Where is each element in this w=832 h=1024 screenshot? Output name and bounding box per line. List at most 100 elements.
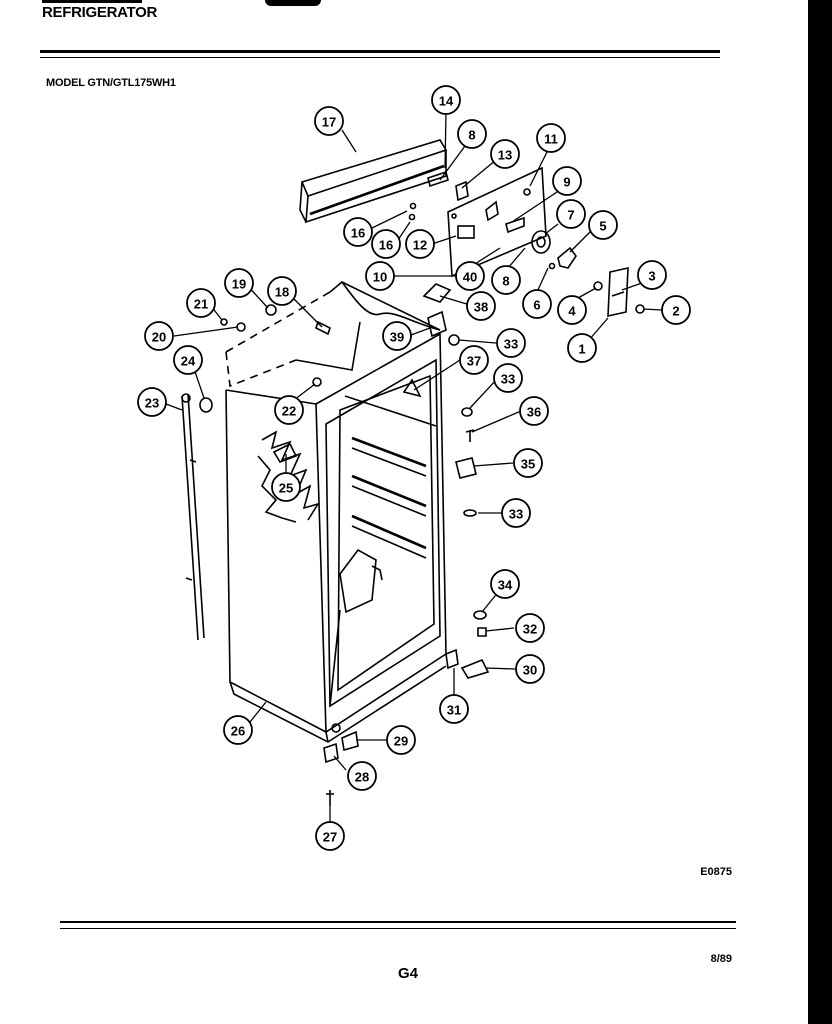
- callout-17: 17: [314, 106, 344, 136]
- callout-25: 25: [271, 472, 301, 502]
- callout-16b: 16: [371, 229, 401, 259]
- callout-20: 20: [144, 321, 174, 351]
- callout-label: 23: [145, 396, 159, 411]
- callout-14: 14: [431, 85, 461, 115]
- callout-3: 3: [637, 260, 667, 290]
- callout-label: 36: [527, 405, 541, 420]
- callout-31: 31: [439, 694, 469, 724]
- figure-code: E0875: [700, 866, 732, 878]
- callout-9: 9: [552, 166, 582, 196]
- callout-label: 1: [578, 342, 585, 357]
- scan-edge: [808, 0, 832, 1024]
- callout-28: 28: [347, 761, 377, 791]
- callout-label: 40: [463, 270, 477, 285]
- callout-4: 4: [557, 295, 587, 325]
- callout-label: 32: [523, 622, 537, 637]
- callout-32: 32: [515, 613, 545, 643]
- callout-24: 24: [173, 345, 203, 375]
- callout-23: 23: [137, 387, 167, 417]
- callout-8: 8: [457, 119, 487, 149]
- thermostat-parts: [408, 170, 645, 318]
- top-hinge-parts: [422, 283, 460, 346]
- callout-30: 30: [515, 654, 545, 684]
- callout-13: 13: [490, 139, 520, 169]
- callout-label: 19: [232, 277, 246, 292]
- leader-lines: [165, 111, 663, 822]
- callout-label: 3: [648, 269, 655, 284]
- callout-33a: 33: [496, 328, 526, 358]
- callout-33b: 33: [493, 363, 523, 393]
- callout-18: 18: [267, 276, 297, 306]
- header-rule: [40, 50, 720, 53]
- callout-35: 35: [513, 448, 543, 478]
- callout-label: 27: [323, 830, 337, 845]
- callout-label: 7: [567, 208, 574, 223]
- callout-label: 16: [379, 238, 393, 253]
- footer-rule: [60, 921, 736, 923]
- callout-26: 26: [223, 715, 253, 745]
- callout-label: 34: [498, 578, 513, 593]
- page-title: REFRIGERATOR: [42, 4, 158, 21]
- callout-label: 30: [523, 663, 537, 678]
- bottom-hinge-parts: [323, 723, 359, 806]
- callout-12: 12: [405, 229, 435, 259]
- exploded-parts-diagram: 17 14 8 13 11 9 7 5 3 2 1 4 6 8 40 10 12…: [137, 85, 691, 851]
- top-trim-part: [299, 139, 448, 224]
- page-number: G4: [398, 965, 419, 982]
- callout-36: 36: [519, 396, 549, 426]
- callout-22: 22: [274, 395, 304, 425]
- callout-10: 10: [365, 261, 395, 291]
- callout-label: 37: [467, 354, 481, 369]
- callout-label: 21: [194, 297, 208, 312]
- callout-label: 20: [152, 330, 166, 345]
- callout-1: 1: [567, 333, 597, 363]
- header-mark: [42, 0, 142, 3]
- callout-label: 33: [504, 337, 518, 352]
- callout-label: 8: [502, 274, 509, 289]
- callout-19: 19: [224, 268, 254, 298]
- callout-label: 33: [501, 372, 515, 387]
- callout-label: 22: [282, 404, 296, 419]
- callout-40: 40: [455, 261, 485, 291]
- callout-16a: 16: [343, 217, 373, 247]
- callout-label: 24: [181, 354, 196, 369]
- callout-8b: 8: [491, 265, 521, 295]
- callout-label: 25: [279, 481, 293, 496]
- callout-2: 2: [661, 295, 691, 325]
- callout-5: 5: [588, 210, 618, 240]
- callout-label: 8: [468, 128, 475, 143]
- header-mark: [265, 0, 321, 6]
- callout-label: 26: [231, 724, 245, 739]
- left-rod-part: [181, 304, 331, 641]
- callout-label: 17: [322, 115, 336, 130]
- callout-21: 21: [186, 288, 216, 318]
- callout-label: 39: [390, 330, 404, 345]
- callout-label: 38: [474, 300, 488, 315]
- callout-label: 29: [394, 734, 408, 749]
- header-rule: [40, 57, 720, 58]
- callout-label: 18: [275, 285, 289, 300]
- right-hinge-parts: [445, 407, 490, 679]
- callout-label: 6: [533, 298, 540, 313]
- footer-rule: [60, 928, 736, 929]
- callout-label: 12: [413, 238, 427, 253]
- callout-34: 34: [490, 569, 520, 599]
- callout-label: 33: [509, 507, 523, 522]
- callout-38: 38: [466, 291, 496, 321]
- callout-label: 10: [373, 270, 387, 285]
- callout-29: 29: [386, 725, 416, 755]
- callout-label: 16: [351, 226, 365, 241]
- callout-33c: 33: [501, 498, 531, 528]
- callout-label: 9: [563, 175, 570, 190]
- callout-27: 27: [315, 821, 345, 851]
- callout-label: 13: [498, 148, 512, 163]
- callout-label: 11: [544, 132, 558, 147]
- callout-39: 39: [382, 321, 412, 351]
- callout-label: 2: [672, 304, 679, 319]
- callout-6: 6: [522, 289, 552, 319]
- callout-label: 14: [439, 94, 454, 109]
- callout-label: 35: [521, 457, 535, 472]
- revision-date: 8/89: [710, 953, 732, 965]
- control-panel-part: [447, 166, 547, 278]
- callout-label: 31: [447, 703, 461, 718]
